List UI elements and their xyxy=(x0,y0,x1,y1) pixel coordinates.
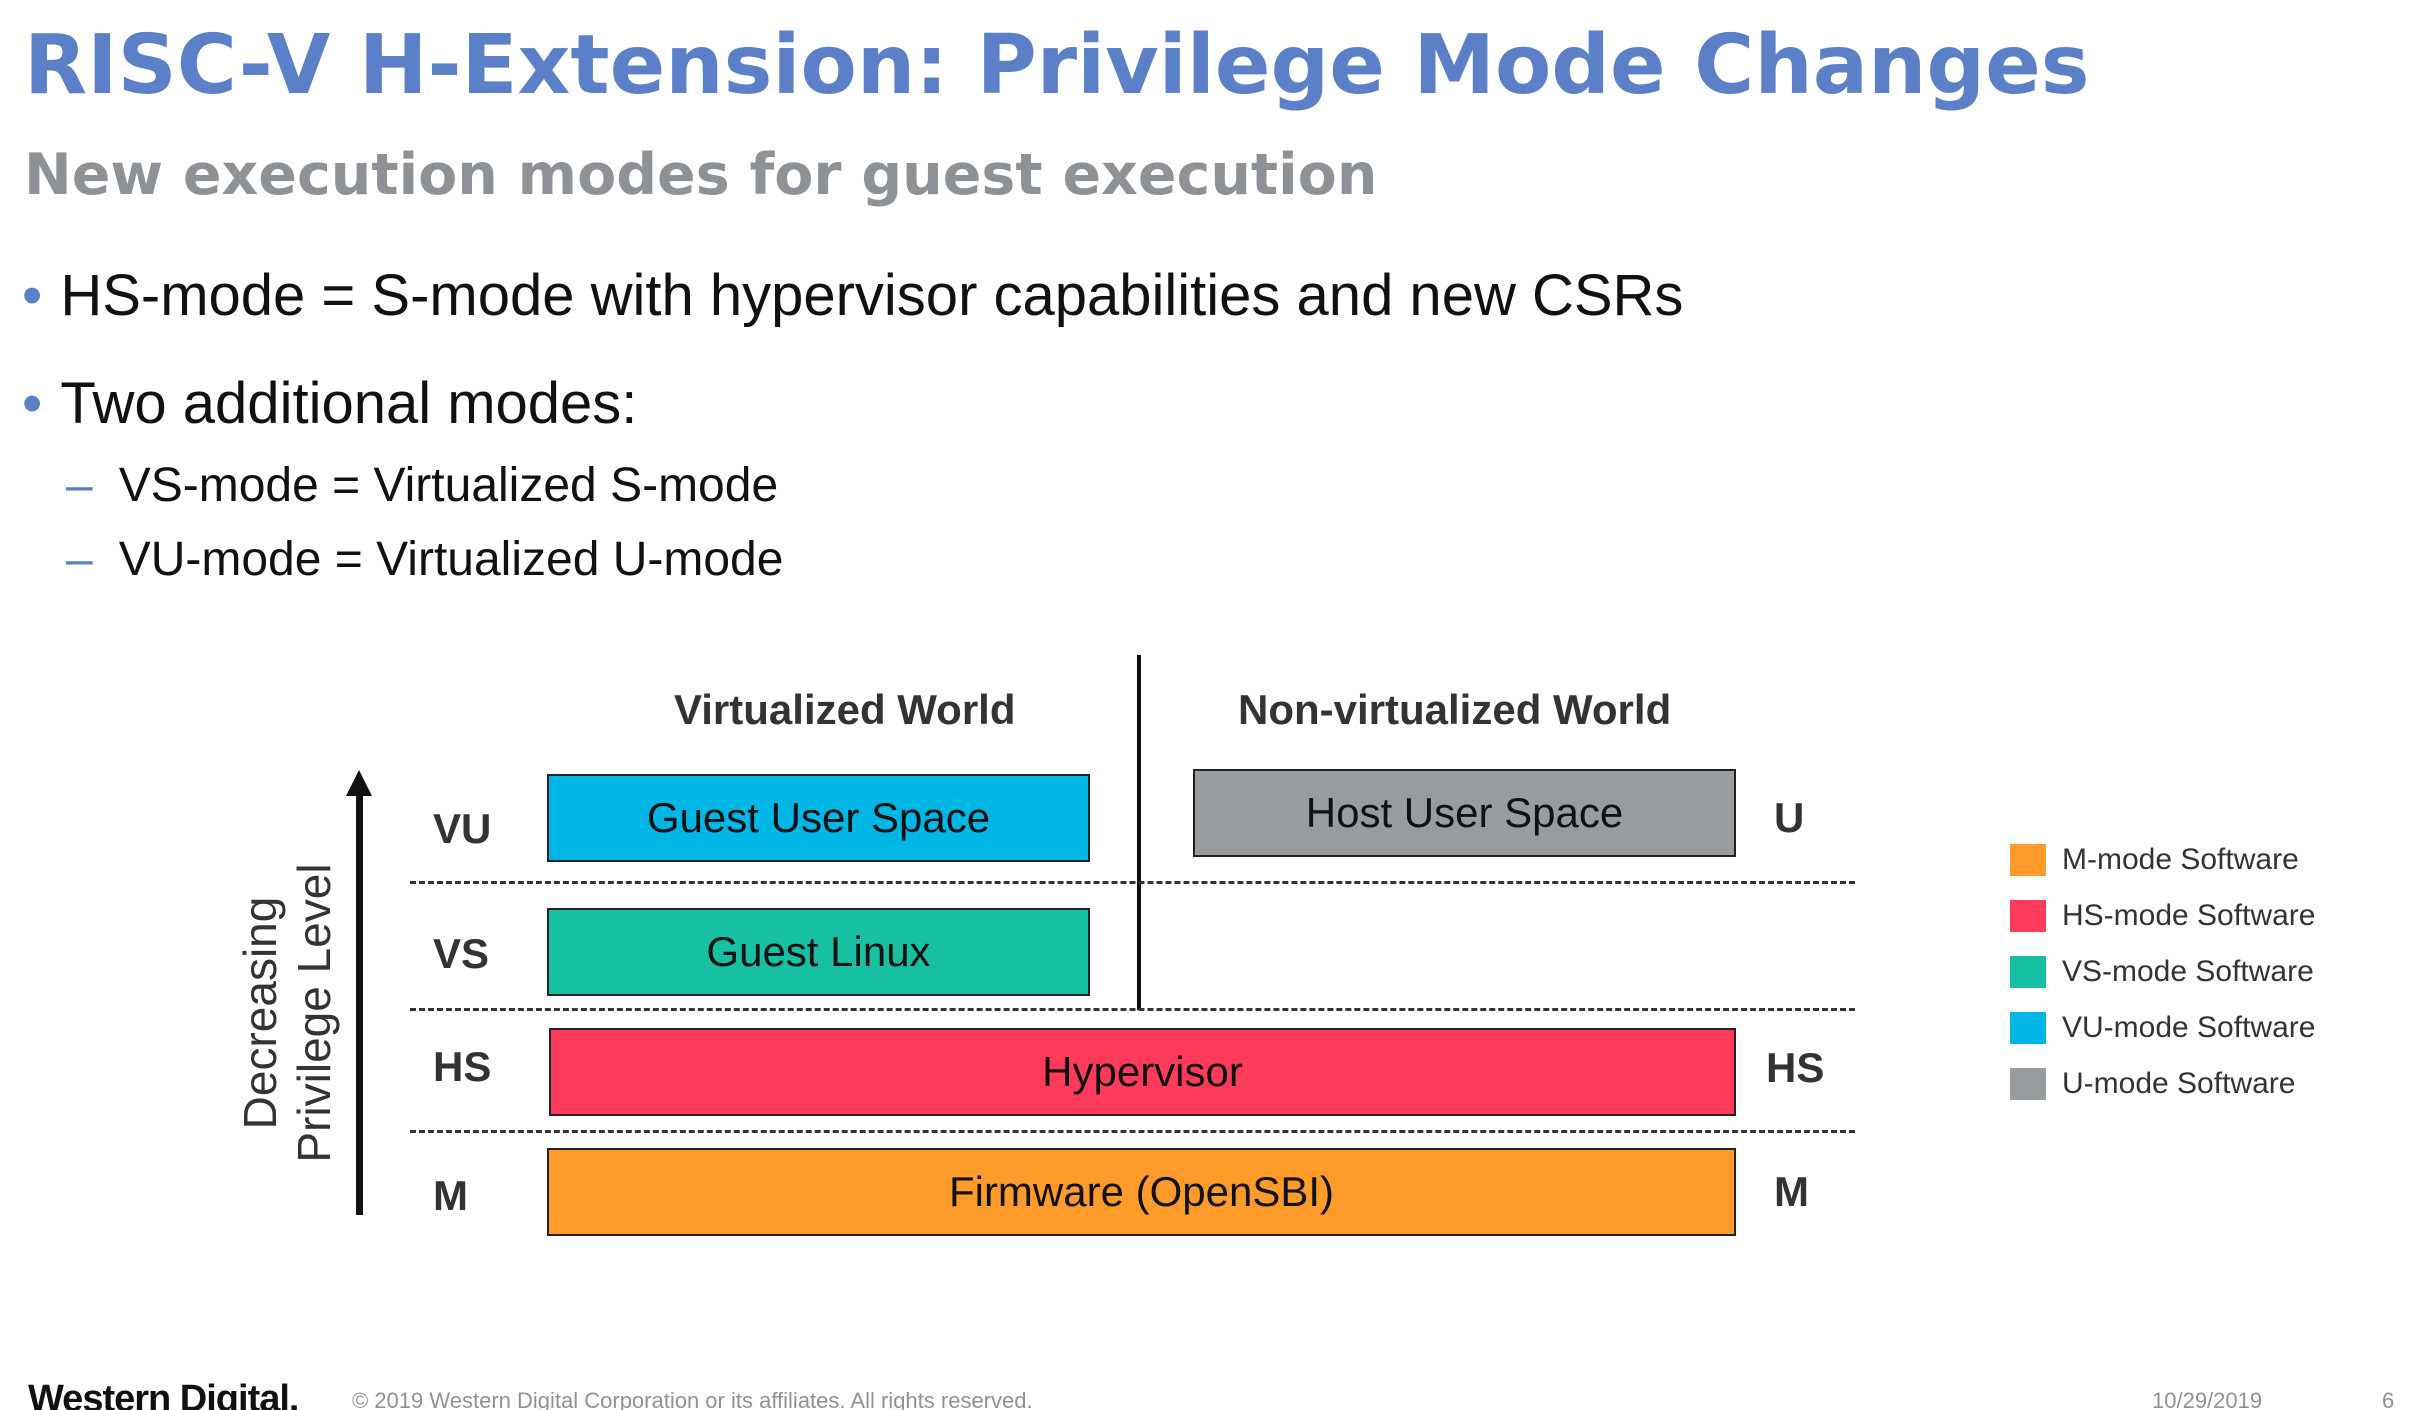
dashed-separator-vs-hs xyxy=(410,1008,1855,1011)
bullet-text: Two additional modes: xyxy=(60,371,638,436)
sub-bullet-vs-mode: –VS-mode = Virtualized S-mode xyxy=(66,458,778,513)
slide-subtitle: New execution modes for guest execution xyxy=(24,142,1378,208)
dash-icon: – xyxy=(66,533,93,586)
guest-user-space-box: Guest User Space xyxy=(547,774,1090,862)
firmware-label: Firmware (OpenSBI) xyxy=(948,1168,1335,1215)
legend: M-mode Software HS-mode Software VS-mode… xyxy=(2010,832,2390,1112)
guest-linux-label: Guest Linux xyxy=(706,928,931,975)
legend-swatch-vs-mode xyxy=(2010,956,2046,988)
legend-swatch-vu-mode xyxy=(2010,1012,2046,1044)
mode-label-vu: VU xyxy=(433,805,492,852)
mode-label-hs-right: HS xyxy=(1766,1044,1825,1091)
legend-label: VU-mode Software xyxy=(2062,1011,2316,1044)
privilege-axis-label: Decreasing Privilege Level xyxy=(233,863,343,1163)
mode-label-hs: HS xyxy=(433,1043,492,1090)
footer-copyright: © 2019 Western Digital Corporation or it… xyxy=(352,1388,1033,1410)
guest-user-space-label: Guest User Space xyxy=(646,794,991,841)
sub-bullet-text: VS-mode = Virtualized S-mode xyxy=(118,459,779,512)
nonvirtualized-world-label: Non-virtualized World xyxy=(1238,686,1672,733)
mode-label-m-right: M xyxy=(1774,1168,1809,1215)
dashed-separator-vu-vs xyxy=(410,881,1855,884)
legend-item-hs-mode: HS-mode Software xyxy=(2010,888,2390,944)
bullet-icon: • xyxy=(22,371,43,436)
guest-linux-box: Guest Linux xyxy=(547,908,1090,996)
firmware-box: Firmware (OpenSBI) xyxy=(547,1148,1736,1236)
slide-title: RISC-V H-Extension: Privilege Mode Chang… xyxy=(24,18,2090,113)
hypervisor-box: Hypervisor xyxy=(549,1028,1736,1116)
legend-label: U-mode Software xyxy=(2062,1067,2296,1100)
hypervisor-label: Hypervisor xyxy=(1042,1048,1243,1095)
sub-bullet-text: VU-mode = Virtualized U-mode xyxy=(118,533,784,586)
mode-label-m: M xyxy=(433,1172,468,1219)
western-digital-logo: Western Digital. xyxy=(28,1378,299,1410)
mode-label-u-right: U xyxy=(1774,794,1805,841)
footer-date: 10/29/2019 xyxy=(2152,1388,2263,1410)
bullet-text: HS-mode = S-mode with hypervisor capabil… xyxy=(60,263,1684,328)
legend-item-u-mode: U-mode Software xyxy=(2010,1056,2390,1112)
privilege-axis-line xyxy=(356,790,363,1215)
dashed-separator-hs-m xyxy=(410,1130,1855,1133)
world-divider xyxy=(1137,655,1141,1010)
legend-label: M-mode Software xyxy=(2062,843,2299,876)
footer-page-number: 6 xyxy=(2382,1388,2395,1410)
bullet-icon: • xyxy=(22,263,43,328)
legend-swatch-u-mode xyxy=(2010,1068,2046,1100)
axis-label-line2: Privilege Level xyxy=(288,863,340,1163)
legend-label: HS-mode Software xyxy=(2062,899,2316,932)
host-user-space-label: Host User Space xyxy=(1305,789,1624,836)
mode-label-vs: VS xyxy=(433,930,490,977)
legend-label: VS-mode Software xyxy=(2062,955,2314,988)
arrow-up-icon xyxy=(346,770,372,796)
sub-bullet-vu-mode: –VU-mode = Virtualized U-mode xyxy=(66,532,783,587)
bullet-additional-modes: • Two additional modes: xyxy=(22,370,637,437)
legend-item-m-mode: M-mode Software xyxy=(2010,832,2390,888)
legend-swatch-hs-mode xyxy=(2010,900,2046,932)
virtualized-world-label: Virtualized World xyxy=(674,686,1016,733)
legend-item-vs-mode: VS-mode Software xyxy=(2010,944,2390,1000)
axis-label-line1: Decreasing xyxy=(234,896,286,1130)
bullet-hs-mode: • HS-mode = S-mode with hypervisor capabi… xyxy=(22,262,1683,329)
dash-icon: – xyxy=(66,459,93,512)
host-user-space-box: Host User Space xyxy=(1193,769,1736,857)
legend-swatch-m-mode xyxy=(2010,844,2046,876)
legend-item-vu-mode: VU-mode Software xyxy=(2010,1000,2390,1056)
